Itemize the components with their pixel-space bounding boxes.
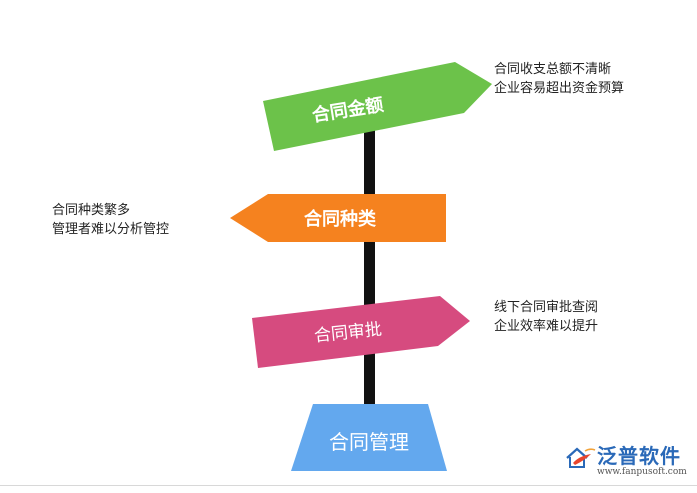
note-contract-amount: 合同收支总额不清晰 企业容易超出资金预算	[494, 60, 624, 98]
note-line: 企业容易超出资金预算	[494, 81, 625, 96]
signpost-base-contract-management	[291, 404, 447, 471]
note-contract-type: 合同种类繁多 管理者难以分析管控	[52, 201, 169, 239]
sign-contract-type	[230, 194, 446, 242]
note-line: 企业效率难以提升	[494, 319, 599, 334]
sign-contract-type-label: 合同种类	[304, 208, 377, 230]
signpost-pole	[364, 128, 375, 418]
bottom-divider	[0, 485, 697, 486]
note-contract-approval: 线下合同审批查阅 企业效率难以提升	[494, 298, 598, 336]
brand-logo: 泛普软件 www.fanpusoft.com	[563, 440, 688, 484]
sign-contract-amount	[263, 62, 492, 151]
note-line: 线下合同审批查阅	[494, 300, 599, 315]
note-line: 合同种类繁多	[52, 203, 131, 218]
brand-url: www.fanpusoft.com	[597, 467, 687, 477]
brand-name: 泛普软件	[597, 444, 681, 468]
sign-contract-approval	[252, 296, 470, 368]
signpost-base-label: 合同管理	[329, 430, 409, 454]
note-line: 合同收支总额不清晰	[494, 62, 612, 77]
note-line: 管理者难以分析管控	[52, 222, 170, 237]
house-bird-logo-icon	[566, 447, 596, 468]
